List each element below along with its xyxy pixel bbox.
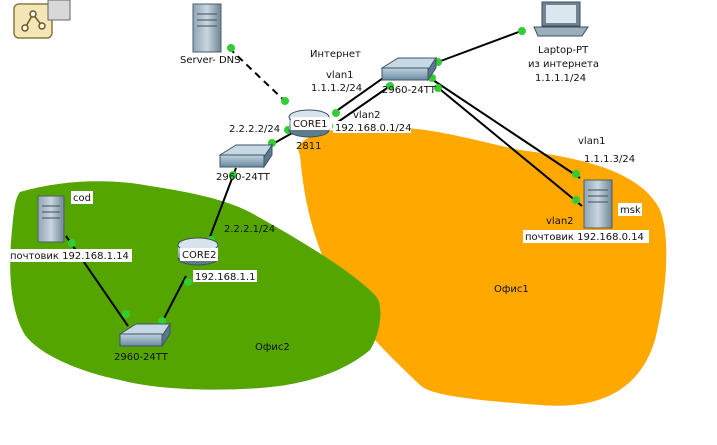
laptop-device[interactable]: Laptop-PT из интернета 1.1.1.1/24 <box>528 1 599 84</box>
switch-top-label: 2960-24TT <box>382 85 437 96</box>
switch-top-device[interactable]: 2960-24TT <box>380 56 437 96</box>
office1-label: Офис1 <box>494 284 529 295</box>
link-switch-top-msk-1[interactable] <box>429 77 581 179</box>
core2-lan-ip: 192.168.1.1 <box>195 272 255 283</box>
switch-mid-device[interactable]: 2960-24TT <box>216 143 273 183</box>
topology-tool-button[interactable] <box>13 0 71 39</box>
core1-router[interactable]: CORE1 2811 <box>288 109 330 152</box>
internet-label: Интернет <box>310 49 361 60</box>
core2-router[interactable]: CORE2 <box>177 237 219 266</box>
vlan2-top-label: vlan2 <box>353 110 381 121</box>
laptop-ip: 1.1.1.1/24 <box>535 73 586 84</box>
server-dns-device[interactable]: Server- DNS <box>180 3 240 66</box>
msk-vlan1-ip: 1.1.1.3/24 <box>584 154 635 165</box>
vlan2-msk-label: vlan2 <box>546 216 574 227</box>
core1-model: 2811 <box>296 141 321 152</box>
core1-vlan2-ip: 192.168.0.1/24 <box>335 123 412 134</box>
core2-label: CORE2 <box>182 250 216 261</box>
core1-wan-ip: 2.2.2.2/24 <box>229 124 280 135</box>
core2-wan-ip: 2.2.2.1/24 <box>224 224 275 235</box>
server-msk-device[interactable]: msk почтовик 192.168.0.14 <box>523 179 649 243</box>
vlan1-msk-label: vlan1 <box>578 136 606 147</box>
switch-bottom-label: 2960-24TT <box>114 352 169 363</box>
link-core2-switch-bottom[interactable] <box>159 275 187 327</box>
annotations: Интернет vlan1 1.1.1.2/24 vlan2 192.168.… <box>193 49 635 353</box>
core1-vlan1-ip: 1.1.1.2/24 <box>311 83 362 94</box>
office1-region <box>298 126 667 406</box>
switch-mid-label: 2960-24TT <box>216 172 271 183</box>
link-switch-top-laptop[interactable] <box>437 29 525 63</box>
link-dns-core1[interactable] <box>228 47 289 105</box>
office2-label: Офис2 <box>255 342 290 353</box>
laptop-label: Laptop-PT <box>538 45 589 56</box>
server-cod-device[interactable]: cod почтовик 192.168.1.14 <box>8 191 132 262</box>
switch-icon <box>380 56 437 82</box>
link-switch-top-msk-2[interactable] <box>435 85 583 207</box>
server-icon <box>583 179 613 229</box>
switch-icon <box>118 322 171 348</box>
server-cod-tag: cod <box>73 193 91 204</box>
server-icon <box>37 195 65 243</box>
switch-bottom-device[interactable]: 2960-24TT <box>114 322 171 363</box>
laptop-icon <box>533 1 589 37</box>
vlan1-top-label: vlan1 <box>326 70 354 81</box>
office2-region <box>10 181 381 390</box>
server-msk-label: почтовик 192.168.0.14 <box>525 232 644 243</box>
server-cod-label: почтовик 192.168.1.14 <box>10 251 129 262</box>
network-topology-icon <box>21 10 46 32</box>
switch-icon <box>218 143 273 169</box>
link-core1-switch-top[interactable] <box>334 75 387 113</box>
server-icon <box>192 3 222 53</box>
server-dns-label: Server- DNS <box>180 55 240 66</box>
core1-label: CORE1 <box>293 119 327 130</box>
link-switch-mid-core2[interactable] <box>207 167 237 243</box>
laptop-sub-label: из интернета <box>528 59 599 70</box>
link-core1-switch-top-2[interactable] <box>334 85 391 125</box>
server-msk-tag: msk <box>620 205 641 216</box>
